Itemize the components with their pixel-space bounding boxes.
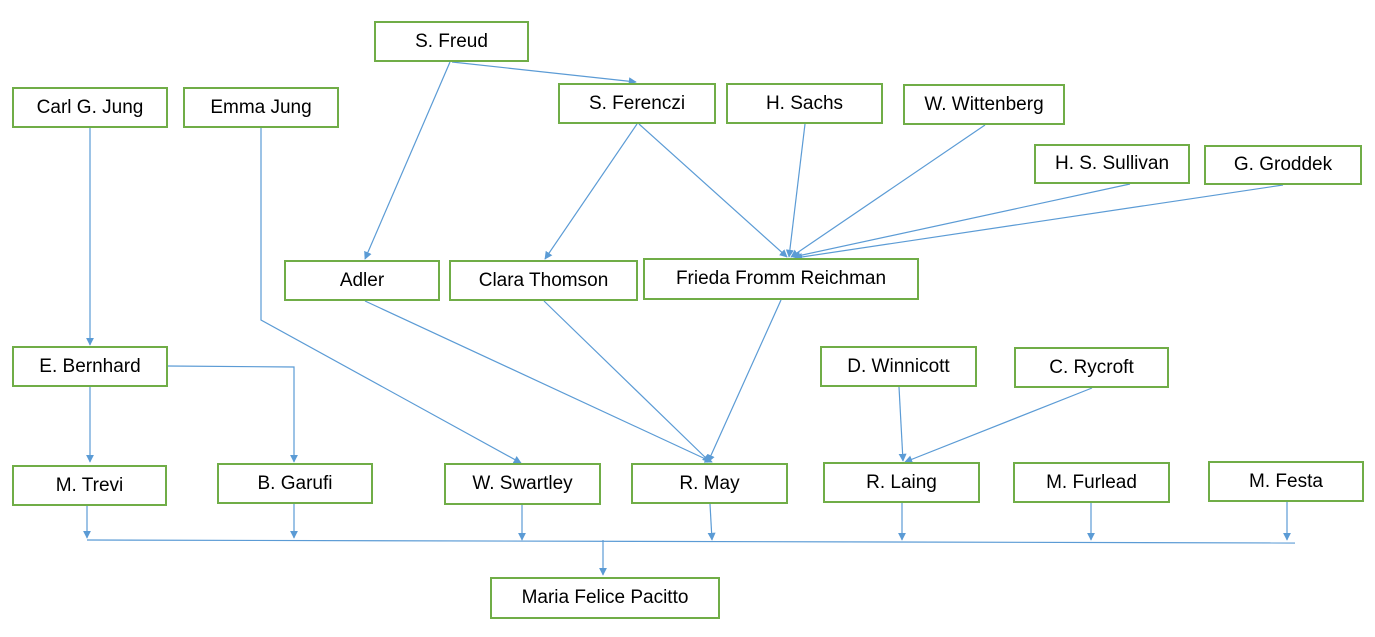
node-e-bernhard: E. Bernhard [12, 346, 168, 387]
node-c-rycroft: C. Rycroft [1014, 347, 1169, 388]
edge-freud-ferenczi [451, 61, 637, 86]
edge-wittenberg-fromm [790, 124, 986, 258]
node-r-may: R. May [631, 463, 788, 504]
edge-groddek-fromm [794, 184, 1284, 261]
node-d-winnicott: D. Winnicott [820, 346, 977, 387]
node-carl-g-jung: Carl G. Jung [12, 87, 168, 128]
node-m-trevi: M. Trevi [12, 465, 167, 506]
node-g-groddek: G. Groddek [1204, 145, 1362, 185]
bus-line [86, 539, 1296, 544]
node-frieda-fromm-reichman: Frieda Fromm Reichman [643, 258, 919, 300]
edge-sachs-fromm [785, 123, 806, 258]
edge-emmajung-swartley [260, 127, 522, 464]
node-h-s-sullivan: H. S. Sullivan [1034, 144, 1190, 184]
edge-fromm-may [707, 299, 782, 463]
node-w-wittenberg: W. Wittenberg [903, 84, 1065, 125]
node-w-swartley: W. Swartley [444, 463, 601, 505]
edge-bernhard-garufi [166, 365, 298, 463]
node-b-garufi: B. Garufi [217, 463, 373, 504]
node-emma-jung: Emma Jung [183, 87, 339, 128]
edge-rycroft-laing [904, 387, 1093, 464]
edge-freud-adler [364, 61, 451, 260]
node-m-festa: M. Festa [1208, 461, 1364, 502]
node-r-laing: R. Laing [823, 462, 980, 503]
edge-thomson-may [543, 300, 711, 463]
node-h-sachs: H. Sachs [726, 83, 883, 124]
edge-adler-may [364, 300, 713, 463]
node-s-freud: S. Freud [374, 21, 529, 62]
node-maria-felice-pacitto: Maria Felice Pacitto [490, 577, 720, 619]
node-adler: Adler [284, 260, 440, 301]
node-clara-thomson: Clara Thomson [449, 260, 638, 301]
node-m-furlead: M. Furlead [1013, 462, 1170, 503]
edge-ferenczi-thomson [544, 123, 638, 260]
edge-may-bus [707, 503, 716, 541]
node-s-ferenczi: S. Ferenczi [558, 83, 716, 124]
edge-winnicott-laing [898, 386, 907, 462]
edge-ferenczi-fromm [638, 123, 788, 258]
edge-sullivan-fromm [792, 183, 1131, 260]
